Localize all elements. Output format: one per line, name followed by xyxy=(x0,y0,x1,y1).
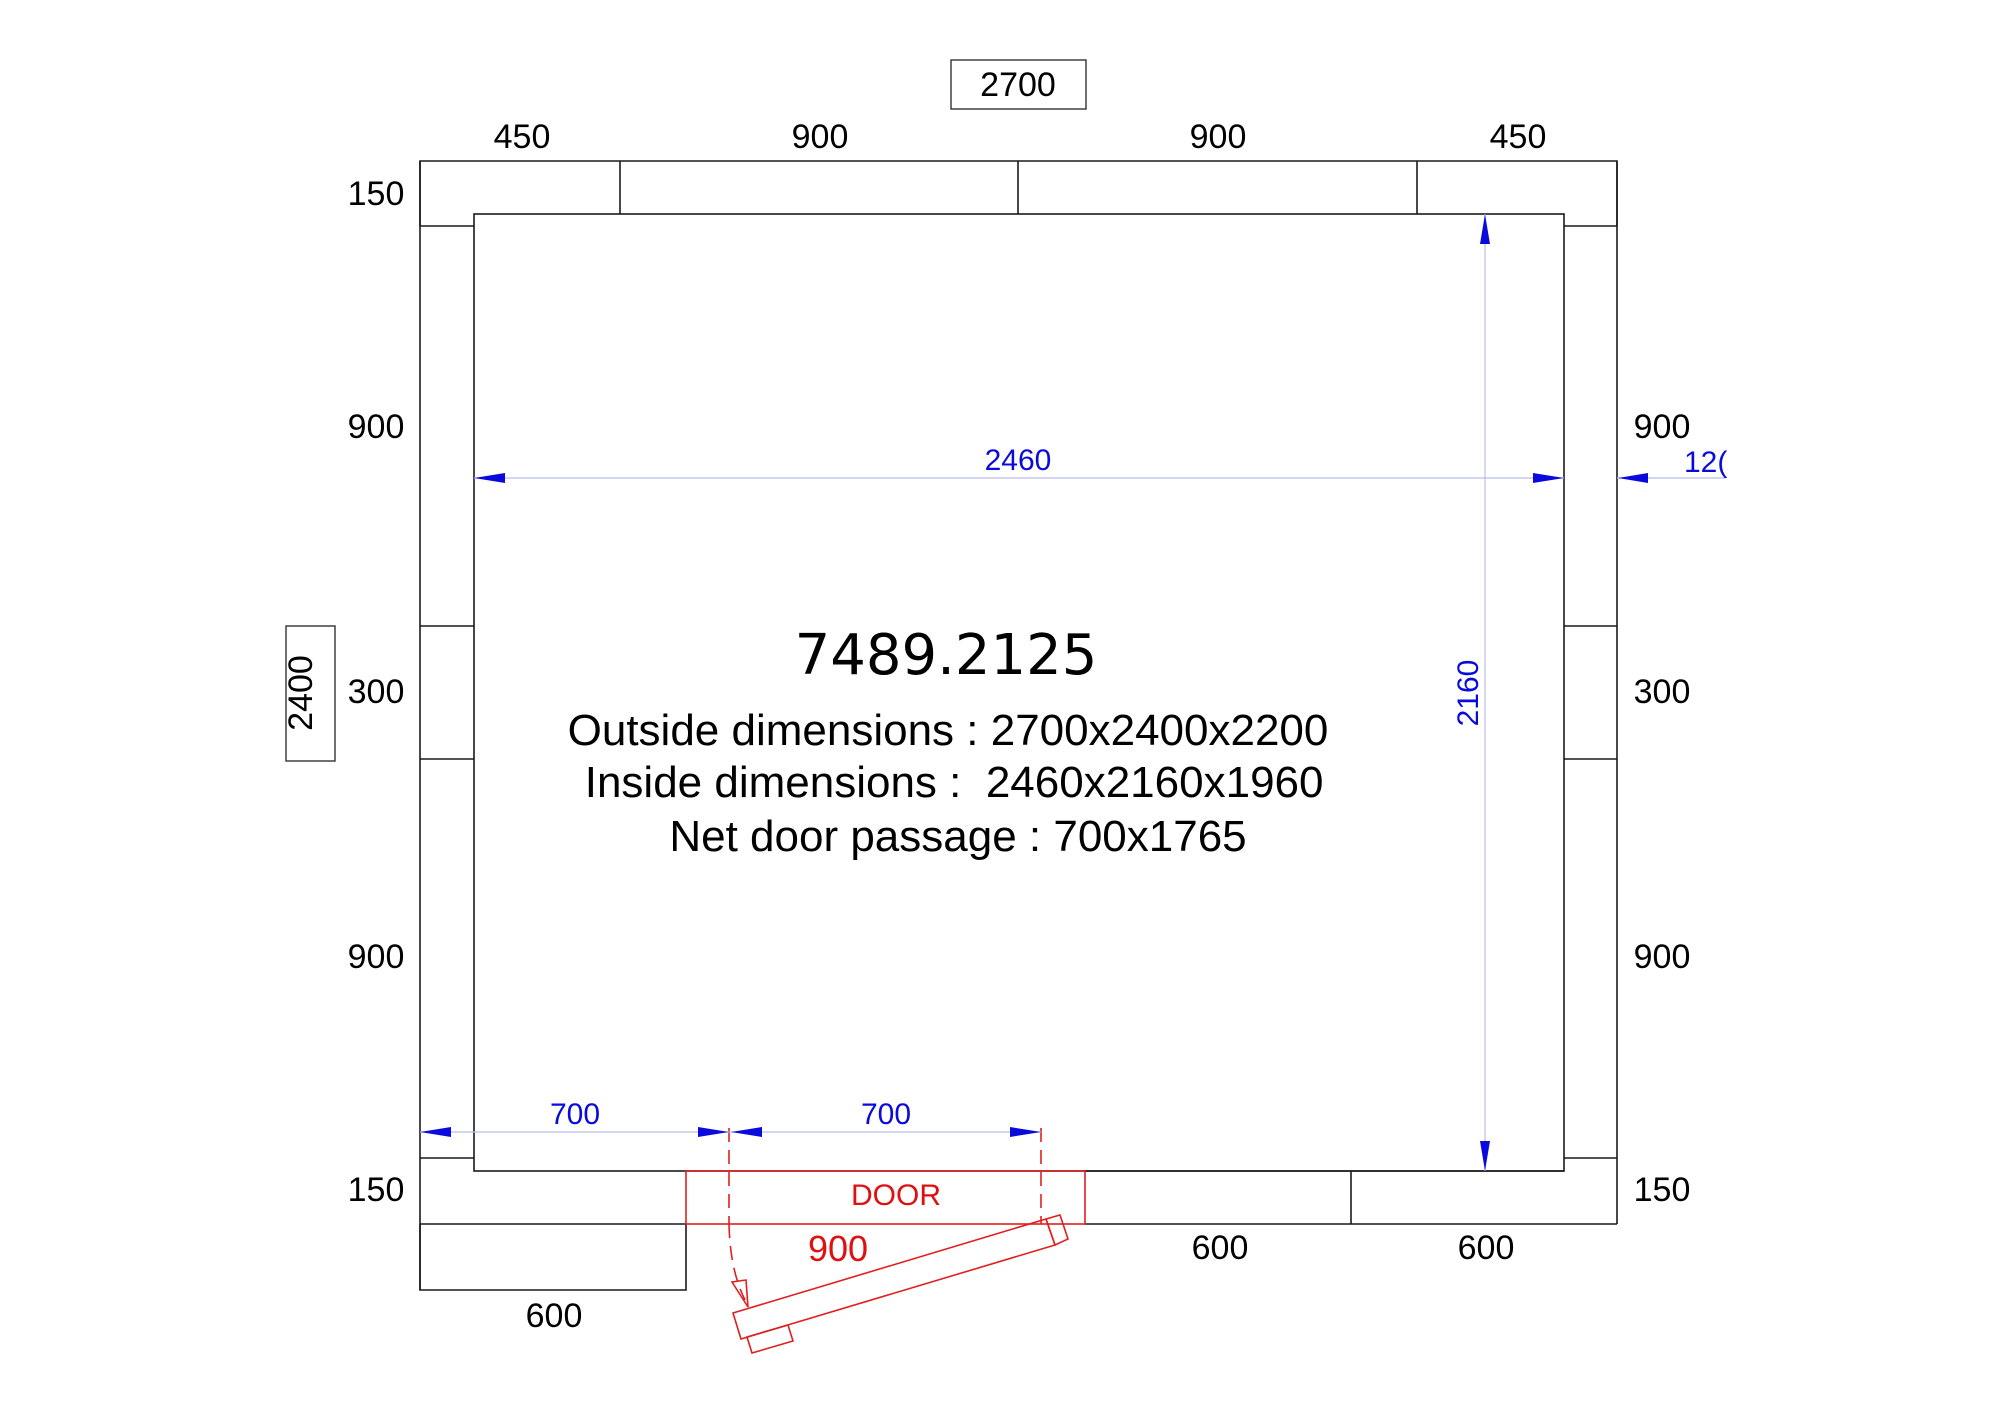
right-panel-5-label: 150 xyxy=(1634,1171,1691,1209)
left-panel-2-label: 900 xyxy=(348,408,405,446)
inside-dimensions-line: Inside dimensions : 2460x2160x1960 xyxy=(573,758,1324,807)
overall-width-label: 2700 xyxy=(980,66,1056,104)
bottom-middle-panel-label: 600 xyxy=(1192,1229,1249,1267)
inside-width-dim-label: 2460 xyxy=(985,444,1052,477)
overall-depth-label: 2400 xyxy=(282,655,320,731)
outside-dimensions-line: Outside dimensions : 2700x2400x2200 xyxy=(568,706,1329,755)
inside-depth-dim-label: 2160 xyxy=(1452,660,1485,727)
left-panel-5-label: 150 xyxy=(348,1171,405,1209)
top-panel-3-label: 900 xyxy=(1190,118,1247,156)
door-passage-dim-label: 700 xyxy=(861,1098,911,1131)
left-panel-3-label: 300 xyxy=(348,673,405,711)
top-panel-4-label: 450 xyxy=(1490,118,1547,156)
inside-width-dimension: 2460 xyxy=(474,444,1564,483)
left-panel-4-label: 900 xyxy=(348,938,405,976)
bottom-left-panel-label: 600 xyxy=(526,1297,583,1335)
inside-depth-dimension: 2160 xyxy=(1452,214,1490,1171)
door-passage-dimension: 700 xyxy=(729,1098,1041,1137)
overall-depth-label-box: 2400 xyxy=(282,625,336,762)
top-panel-1-label: 450 xyxy=(494,118,551,156)
left-panel-1-label: 150 xyxy=(348,175,405,213)
right-panel-3-label: 300 xyxy=(1634,673,1691,711)
volume-value: 7489.2125 xyxy=(795,623,1098,688)
bottom-right-panel-label: 600 xyxy=(1458,1229,1515,1267)
top-panel-2-label: 900 xyxy=(792,118,849,156)
door-assembly: DOOR xyxy=(685,1128,1086,1354)
truncated-dim-label: 12( xyxy=(1684,446,1727,479)
door-offset-dimension: 700 xyxy=(420,1098,729,1137)
truncated-dimension: 12( xyxy=(1617,446,1727,483)
door-label: DOOR xyxy=(851,1179,941,1212)
door-offset-dim-label: 700 xyxy=(550,1098,600,1131)
right-panel-2-label: 900 xyxy=(1634,408,1691,446)
right-panel-4-label: 900 xyxy=(1634,938,1691,976)
door-leaf-width-label: 900 xyxy=(808,1228,868,1269)
center-info: 7489.2125 Outside dimensions : 2700x2400… xyxy=(568,623,1329,861)
net-door-passage-line: Net door passage : 700x1765 xyxy=(669,812,1246,861)
overall-width-label-box: 2700 xyxy=(950,59,1087,110)
walls xyxy=(419,160,1618,1291)
